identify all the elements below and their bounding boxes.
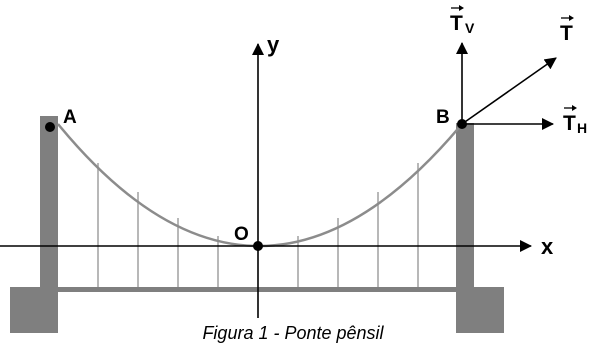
right-tower: [456, 123, 474, 291]
bridge-deck: [58, 287, 456, 292]
tension-vertical-sub: V: [465, 20, 475, 36]
tension-total-arrow: [461, 57, 557, 125]
tension-horizontal-main: T: [563, 112, 576, 135]
vector-arrow-icon: [451, 5, 464, 11]
tension-total-label: T: [560, 15, 574, 45]
figure-caption: Figura 1 - Ponte pênsil: [202, 323, 384, 343]
tension-total-main: T: [560, 22, 573, 45]
point-b-dot: [457, 119, 467, 129]
point-b-label: B: [436, 107, 450, 128]
x-axis-label: x: [541, 234, 554, 259]
left-tower-base: [10, 287, 58, 333]
vector-arrow-icon: [561, 15, 574, 21]
point-a-dot: [45, 122, 55, 132]
point-o-dot: [253, 241, 263, 251]
right-tower-group: [456, 123, 504, 333]
tension-vertical-main: T: [450, 12, 463, 35]
hangers: [97, 163, 419, 287]
left-tower-group: [10, 116, 58, 333]
point-a-label: A: [63, 107, 77, 128]
tension-horizontal-sub: H: [577, 120, 587, 136]
point-o-label: O: [234, 224, 249, 245]
right-tower-base: [456, 287, 504, 333]
left-tower: [40, 116, 58, 292]
tension-horizontal-label: T H: [563, 105, 587, 136]
main-cable: [57, 123, 463, 248]
vector-arrow-icon: [564, 105, 577, 111]
y-axis-label: y: [267, 32, 280, 57]
tension-vertical-label: T V: [450, 5, 475, 36]
